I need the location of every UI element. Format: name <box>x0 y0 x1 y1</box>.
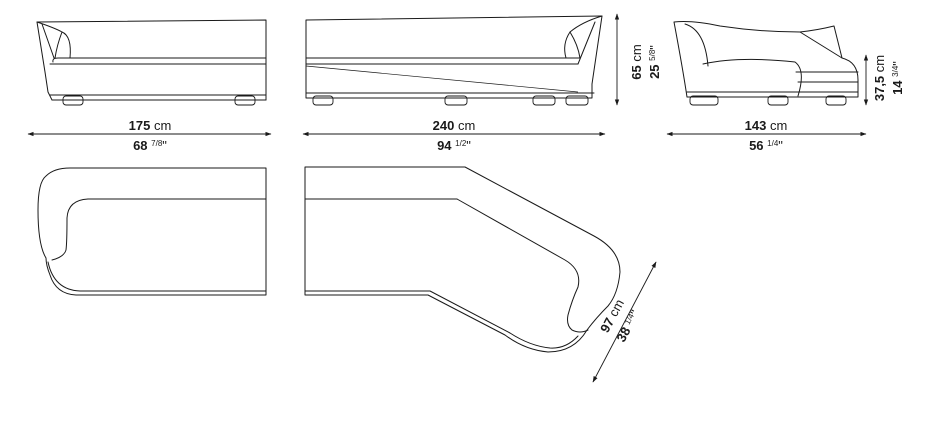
back-body-outline <box>305 15 603 99</box>
front-body-outline <box>36 19 267 101</box>
height-dimension: 65 cm 25 5/8" <box>614 13 662 106</box>
back-width-cm-label: 240 cm <box>433 118 476 133</box>
front-width-cm-label: 175 cm <box>129 118 172 133</box>
side-depth-inch-label: 56 1/4" <box>749 138 783 153</box>
seat-height-cm-label: 37,5 cm <box>872 55 887 101</box>
seat-depth-cm-label: 97 cm <box>597 297 627 335</box>
front-width-dimension: 175 cm 68 7/8" <box>27 118 272 153</box>
seat-depth-dimension: 97 cm 38 1/4" <box>592 261 657 383</box>
height-inch-label: 25 5/8" <box>647 45 662 79</box>
sofa-foot <box>565 95 589 106</box>
seat-height-dimension: 37,5 cm 14 3/4" <box>863 54 905 106</box>
side-body-outline <box>673 21 859 98</box>
back-width-dimension: 240 cm 94 1/2" <box>302 118 606 153</box>
plan-angled-module-view <box>304 166 621 353</box>
sofa-foot <box>767 95 789 106</box>
plan-angled-outline <box>304 166 621 353</box>
sofa-foot <box>312 95 334 106</box>
plan-left-outline <box>37 167 267 296</box>
front-width-inch-label: 68 7/8" <box>133 138 167 153</box>
height-cm-label: 65 cm <box>629 44 644 79</box>
front-elevation-view <box>36 19 267 106</box>
sofa-foot <box>532 95 556 106</box>
back-width-inch-label: 94 1/2" <box>437 138 471 153</box>
side-elevation-view <box>673 21 859 106</box>
sofa-foot <box>689 95 719 106</box>
sofa-foot <box>825 95 847 106</box>
back-elevation-view <box>305 15 603 106</box>
side-depth-dimension: 143 cm 56 1/4" <box>666 118 867 153</box>
plan-left-module-view <box>37 167 267 296</box>
seat-height-inch-label: 14 3/4" <box>890 61 905 95</box>
sofa-foot <box>444 95 468 106</box>
side-depth-cm-label: 143 cm <box>745 118 788 133</box>
